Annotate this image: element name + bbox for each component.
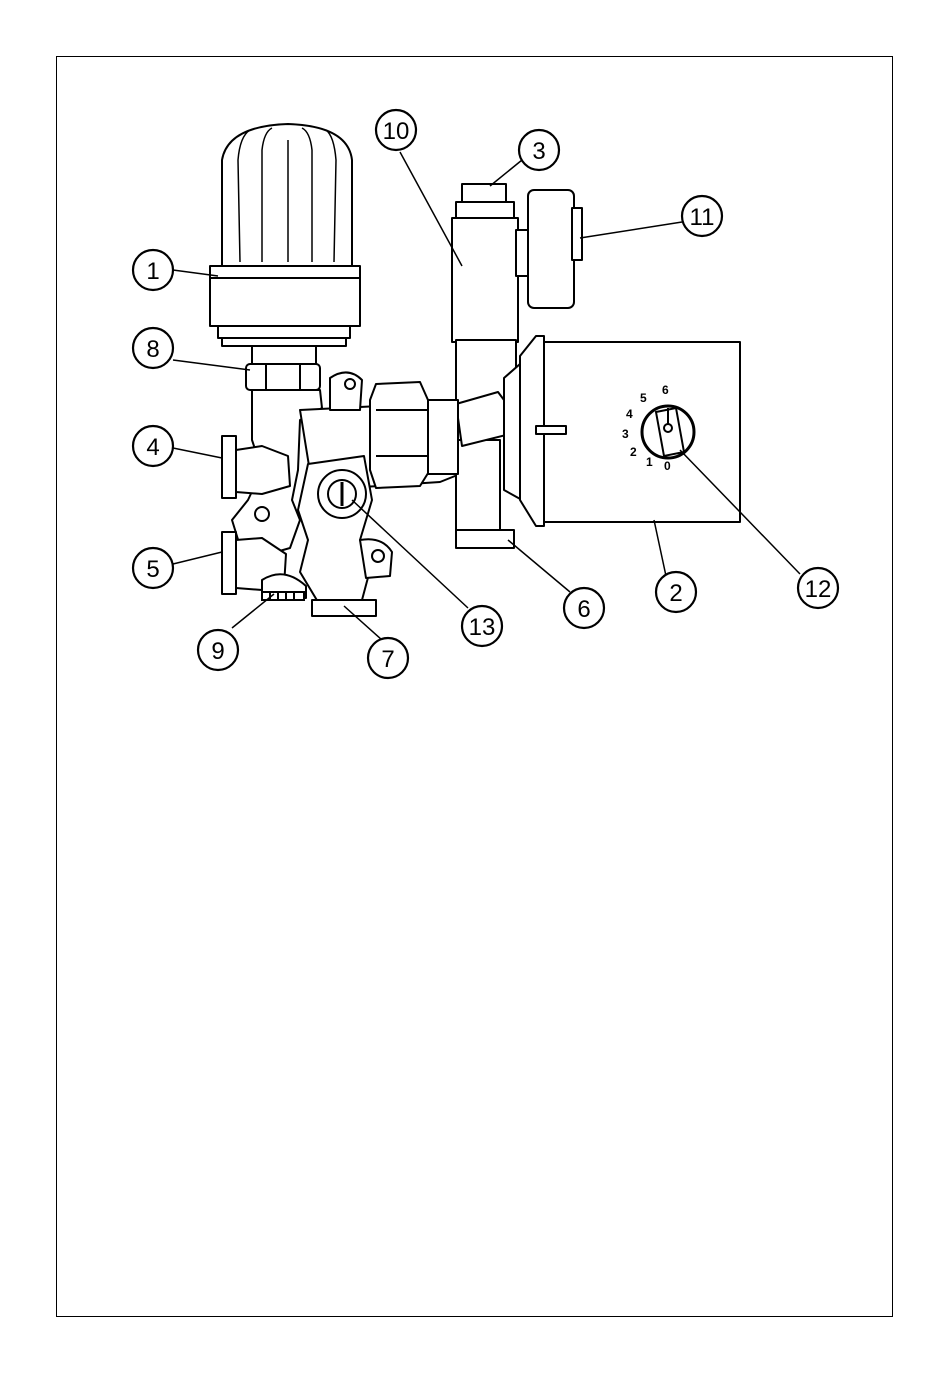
mounting-hole xyxy=(345,379,355,389)
callout-7: 7 xyxy=(368,638,408,678)
callout-1: 1 xyxy=(133,250,173,290)
callout-12: 12 xyxy=(798,568,838,608)
mounting-hole xyxy=(372,550,384,562)
callout-8: 8 xyxy=(133,328,173,368)
callout-4: 4 xyxy=(133,426,173,466)
mounting-hole xyxy=(255,507,269,521)
svg-text:11: 11 xyxy=(690,204,715,231)
dial-mark-3: 3 xyxy=(622,427,629,441)
svg-text:6: 6 xyxy=(577,596,590,623)
gauge-housing xyxy=(516,190,582,308)
pipe-union-coupling xyxy=(370,382,458,488)
callout-11: 11 xyxy=(682,196,722,236)
svg-text:13: 13 xyxy=(469,614,496,641)
callout-13: 13 xyxy=(462,606,502,646)
svg-text:12: 12 xyxy=(805,576,832,603)
dial-mark-0: 0 xyxy=(664,459,671,473)
svg-text:5: 5 xyxy=(146,556,159,583)
svg-text:1: 1 xyxy=(146,258,159,285)
union-nut xyxy=(246,346,320,390)
callout-5: 5 xyxy=(133,548,173,588)
svg-text:8: 8 xyxy=(146,336,159,363)
manifold-body xyxy=(222,372,514,616)
callout-2: 2 xyxy=(656,572,696,612)
svg-text:4: 4 xyxy=(146,434,159,461)
dial-mark-2: 2 xyxy=(630,445,637,459)
callout-9: 9 xyxy=(198,630,238,670)
svg-text:9: 9 xyxy=(211,638,224,665)
svg-text:7: 7 xyxy=(381,646,394,673)
svg-text:10: 10 xyxy=(383,118,410,145)
dial-mark-1: 1 xyxy=(646,455,653,469)
thermostatic-head xyxy=(210,124,360,346)
svg-text:3: 3 xyxy=(532,138,545,165)
dial-mark-4: 4 xyxy=(626,407,633,421)
svg-text:2: 2 xyxy=(669,580,682,607)
callout-3: 3 xyxy=(519,130,559,170)
callout-6: 6 xyxy=(564,588,604,628)
callout-10: 10 xyxy=(376,110,416,150)
dial-mark-5: 5 xyxy=(640,391,647,405)
dial-mark-6: 6 xyxy=(662,383,669,397)
